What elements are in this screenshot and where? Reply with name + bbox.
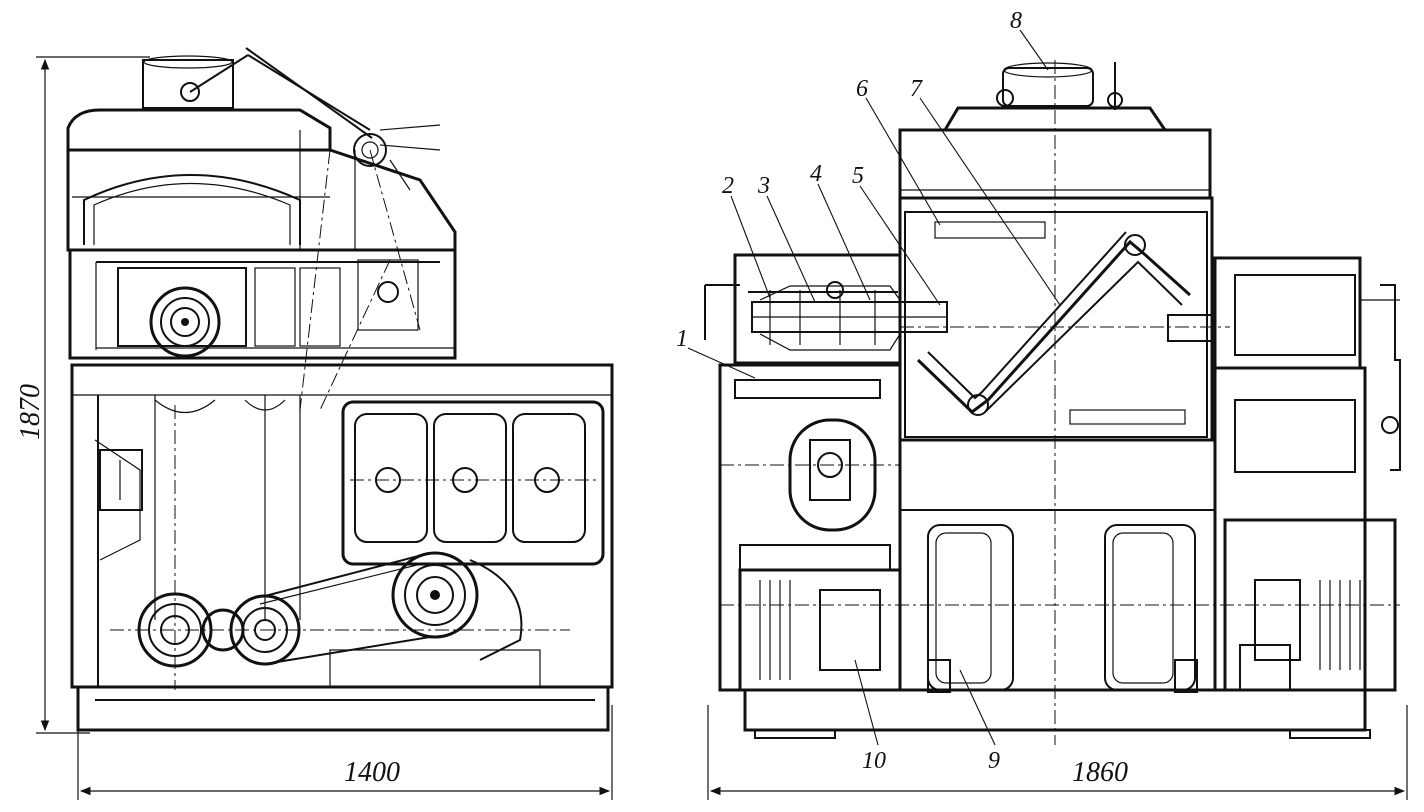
callout-9: 9 (988, 748, 1000, 774)
height-dimension-label: 1870 (15, 384, 46, 440)
right-view (687, 29, 1408, 800)
left-middle-gear-housing (68, 248, 457, 360)
left-lever-arm (180, 47, 441, 411)
left-base (76, 685, 610, 732)
right-base (743, 688, 1371, 739)
right-width-dimension-line (707, 705, 1408, 800)
height-dimension-line (36, 56, 150, 734)
callout-6: 6 (856, 76, 868, 102)
callout-4: 4 (810, 161, 822, 187)
callout-8: 8 (1010, 8, 1022, 34)
right-lower-center (900, 509, 1215, 693)
callout-5: 5 (852, 163, 864, 189)
left-belt-drive (110, 405, 570, 690)
left-top-lid (66, 55, 457, 252)
callout-7: 7 (910, 76, 923, 102)
callout-1: 1 (676, 326, 688, 352)
left-heater-windows (341, 400, 605, 566)
right-width-dimension-label: 1860 (1072, 757, 1128, 788)
left-view (36, 47, 614, 800)
right-lower-right-drive (1223, 518, 1397, 692)
right-side-panel (1213, 256, 1401, 692)
left-width-dimension-label: 1400 (344, 757, 400, 788)
right-shaft-bearing-assembly (704, 253, 948, 365)
callout-10: 10 (862, 748, 886, 774)
right-lower-drive (718, 363, 1400, 692)
right-mixing-chamber (898, 60, 1230, 745)
callout-3: 3 (757, 173, 770, 199)
callout-leader-lines (687, 29, 1061, 746)
callout-2: 2 (722, 173, 734, 199)
